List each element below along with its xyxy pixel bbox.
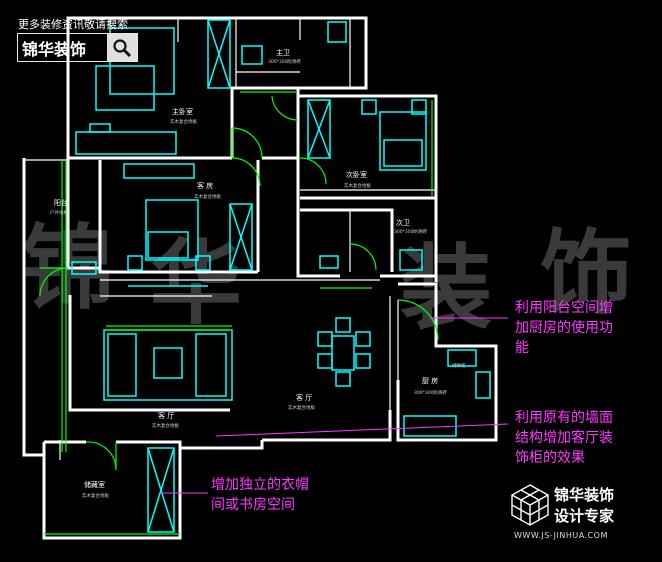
- annotation-wall: 利用原有的墙面 结构增加客厅装 饰柜的效果: [515, 408, 613, 468]
- annotation-line: 利用原有的墙面: [515, 410, 613, 426]
- svg-text:华: 华: [150, 230, 242, 337]
- brand-block: 锦华装饰 设计专家 WWW.JS-JINHUA.COM: [508, 481, 658, 551]
- room-sub-floor: 实木复合地板: [194, 195, 221, 200]
- annotation-line: 间或书房空间: [211, 497, 295, 513]
- room-storage-cabinet: 储物柜: [452, 364, 466, 369]
- room-guest: 客 房: [197, 182, 214, 190]
- room-balcony: 阳台: [54, 199, 68, 207]
- room-kitchen-sub: 300*300防滑砖: [414, 391, 447, 396]
- brand-slogan: 设计专家: [554, 507, 615, 525]
- room-sub-floor: 实木复合地板: [152, 424, 179, 429]
- room-master-bath-sub: 300*300防滑砖: [268, 60, 301, 65]
- magnifier-icon[interactable]: [107, 34, 137, 61]
- room-kitchen: 厨 房: [422, 377, 439, 385]
- room-living-left: 客 厅: [158, 412, 175, 420]
- room-master-bath: 主卫: [276, 49, 290, 57]
- annotation-line: 利用阳台空间增: [515, 300, 613, 316]
- room-master-bedroom: 主卧室: [172, 108, 193, 116]
- svg-text:饰: 饰: [540, 220, 632, 327]
- room-balcony-sub: 户外地板: [50, 211, 68, 216]
- room-storage: 储藏室: [84, 481, 105, 489]
- leader-lines: [160, 317, 509, 494]
- furniture: [71, 19, 491, 533]
- search-caption: 更多装修资讯敬请搜索: [18, 18, 128, 31]
- room-sub-floor: 实木复合地板: [288, 406, 315, 411]
- logo-search-box[interactable]: 锦华装饰: [17, 33, 138, 62]
- svg-text:装: 装: [400, 235, 492, 342]
- room-sub-floor: 实木复合地板: [344, 184, 371, 189]
- annotation-line: 饰柜的效果: [515, 450, 585, 466]
- doors: [39, 91, 439, 535]
- room-second-bath-sub: 300*300防滑砖: [394, 230, 427, 235]
- annotation-line: 加厨房的使用功: [515, 320, 613, 336]
- brand-name: 锦华装饰: [554, 486, 615, 504]
- annotation-line: 能: [515, 340, 529, 356]
- cube-logo-icon: [511, 484, 549, 526]
- annotation-line: 结构增加客厅装: [515, 430, 613, 446]
- logo-text: 锦华装饰: [22, 39, 87, 59]
- room-sub-floor: 实木复合地板: [82, 494, 109, 499]
- annotation-line: 增加独立的衣帽: [211, 477, 309, 493]
- room-living-right: 客 厅: [296, 394, 313, 402]
- room-second-bedroom: 次卧室: [346, 171, 367, 179]
- annotation-balcony: 利用阳台空间增 加厨房的使用功 能: [515, 298, 613, 358]
- room-second-bath: 次卫: [396, 219, 410, 227]
- annotation-storage: 增加独立的衣帽 间或书房空间: [211, 475, 309, 515]
- walls: [22, 16, 498, 540]
- room-sub-floor: 实木复合地板: [170, 120, 197, 125]
- brand-url[interactable]: WWW.JS-JINHUA.COM: [514, 531, 608, 540]
